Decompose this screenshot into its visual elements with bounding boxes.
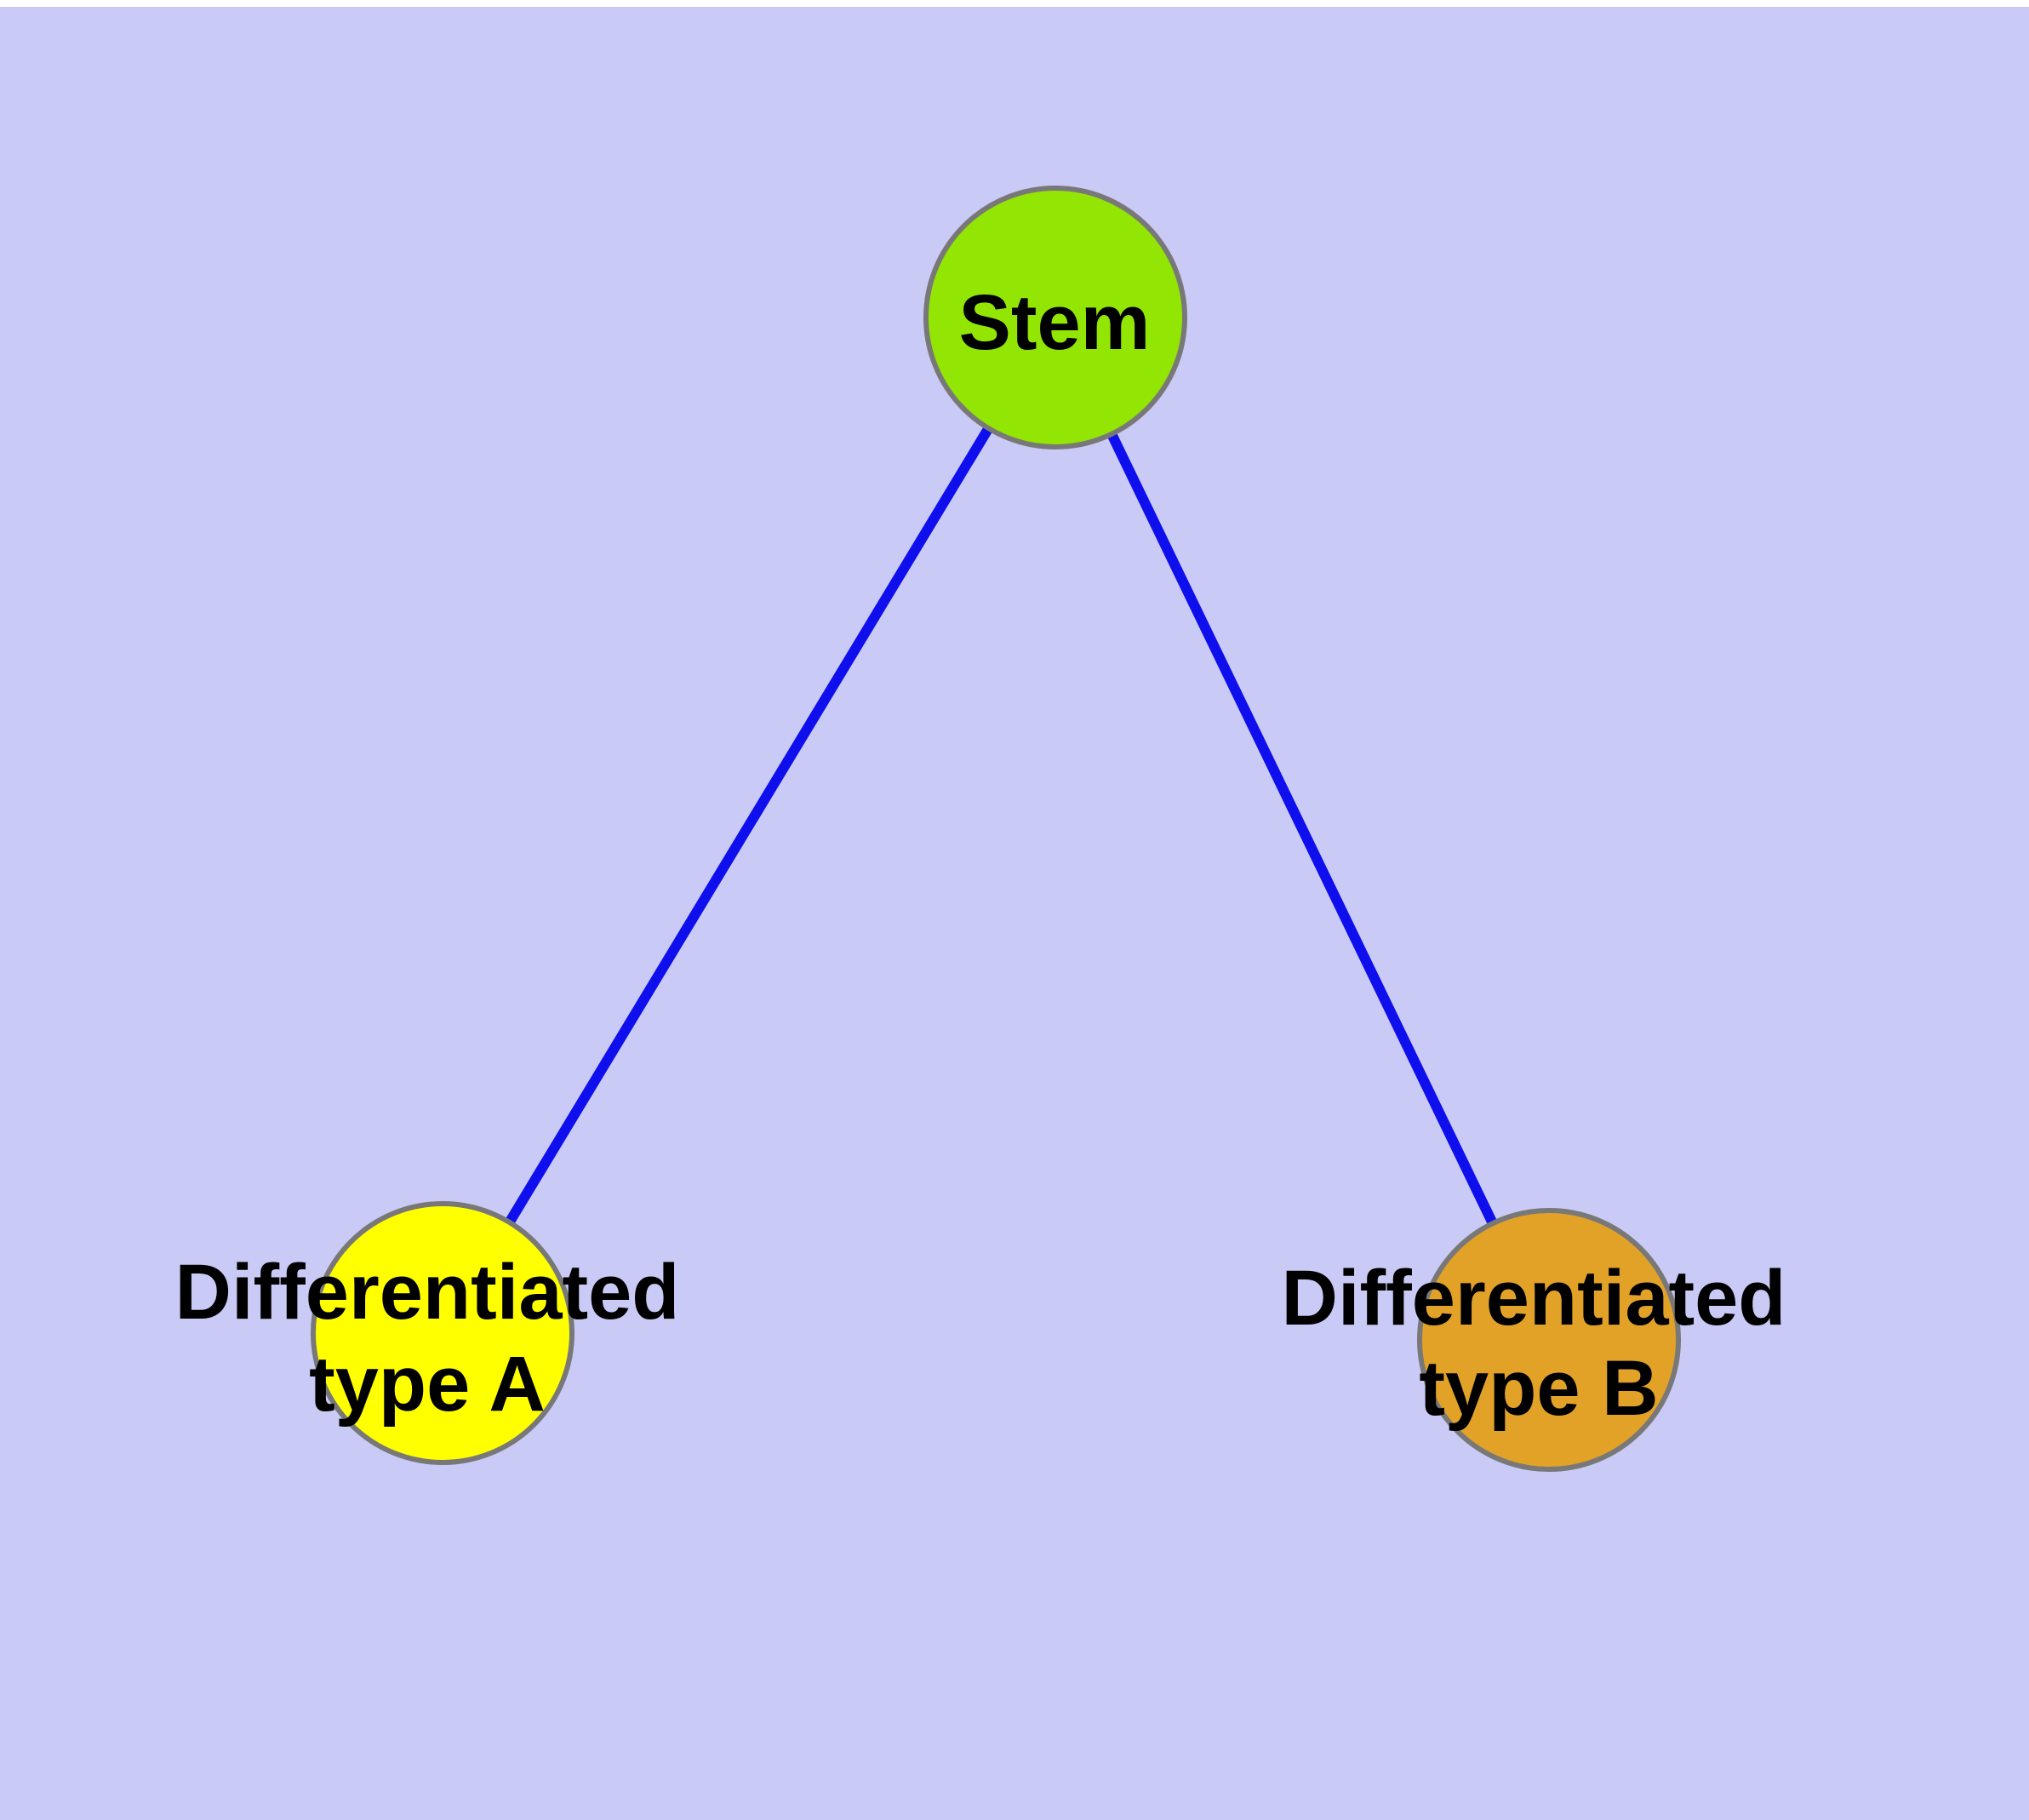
edge-group [437,312,1554,1345]
node-type-a-label-line1: Differentiated [175,1249,680,1336]
node-type-a: Differentiated type A [175,1201,680,1465]
node-stem-circle [923,186,1187,449]
node-type-a-circle [311,1201,574,1465]
node-type-b-label-line1: Differentiated [1282,1255,1786,1342]
edge-stem-to-type-a [437,312,1060,1338]
node-stem-label: Stem [959,279,1151,366]
node-stem: Stem [923,186,1187,449]
node-type-a-label-line2: type A [309,1341,546,1428]
node-type-b: Differentiated type B [1282,1208,1786,1472]
node-type-b-label-line2: type B [1419,1345,1658,1432]
node-type-b-circle [1417,1208,1681,1472]
edge-stem-to-type-b [1050,312,1554,1345]
